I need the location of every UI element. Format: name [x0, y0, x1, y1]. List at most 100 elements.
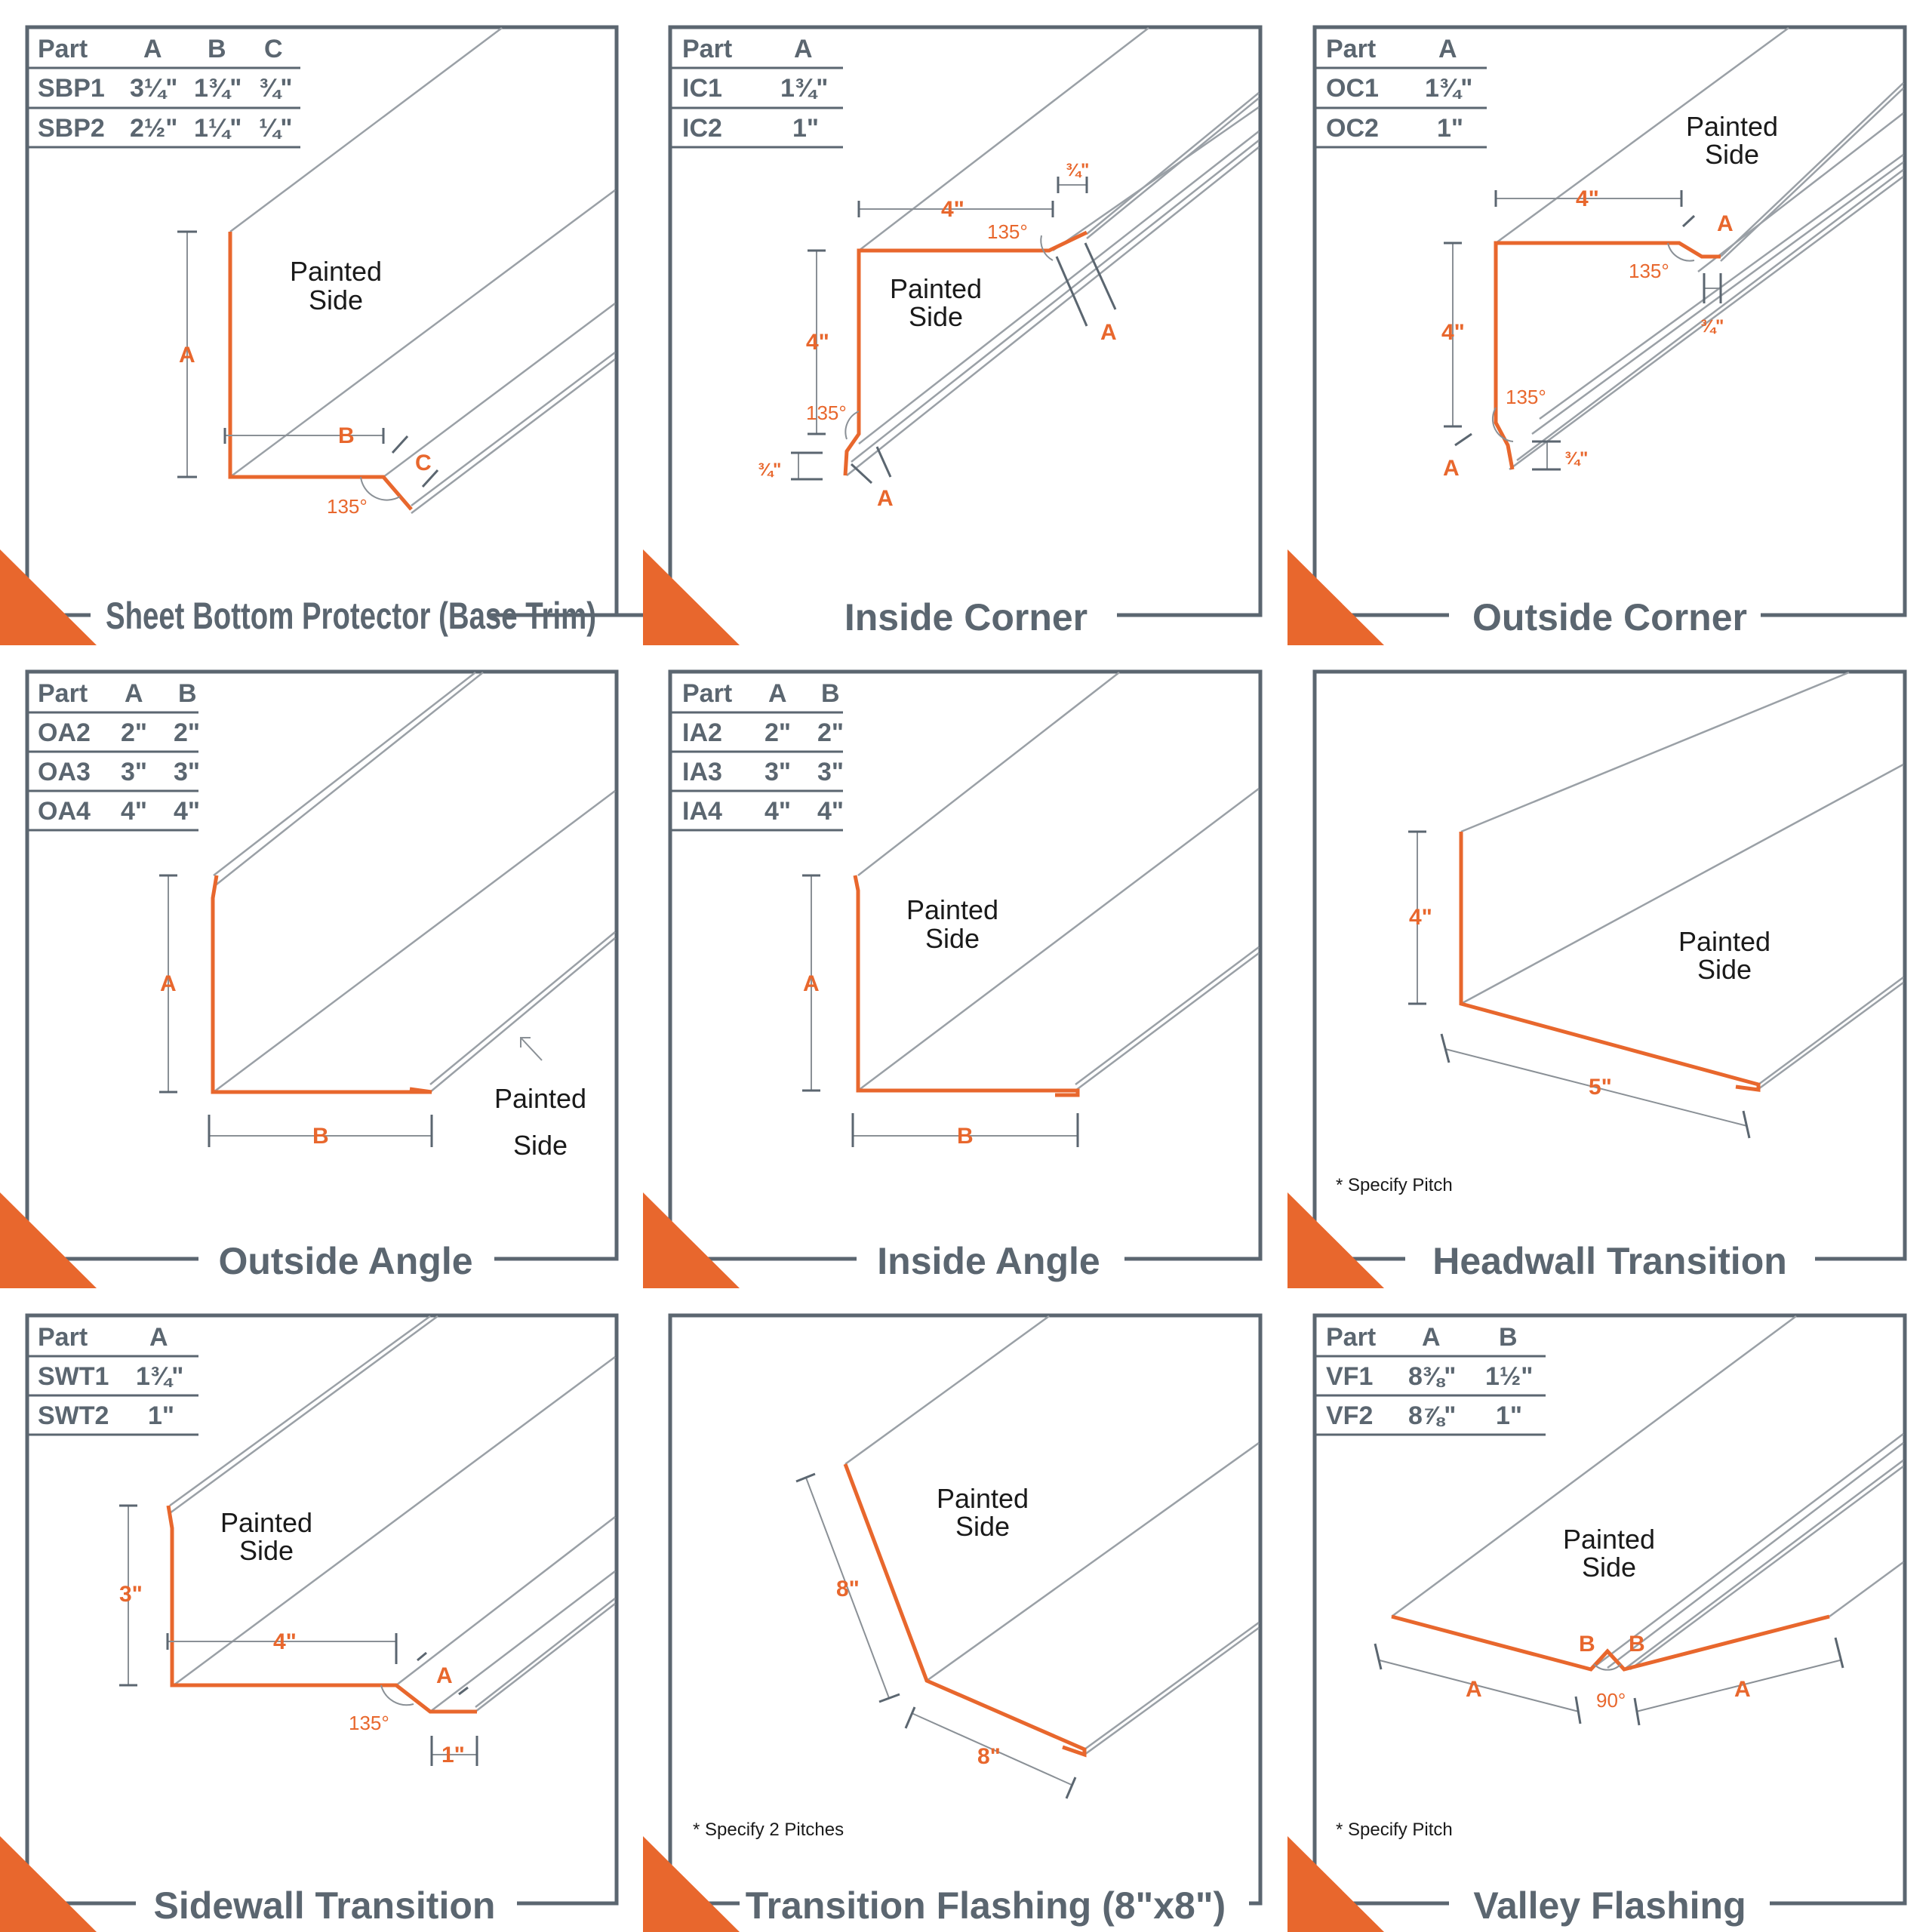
panel-frame	[1312, 25, 1907, 617]
table-cell: OA3	[38, 758, 91, 786]
dim-three-quarter-label: ¾"	[1066, 160, 1089, 180]
corner-triangle	[1287, 1836, 1384, 1932]
table-cell: 1"	[792, 114, 819, 143]
panel-frame	[491, 25, 1263, 617]
table-cell: ¼"	[259, 114, 292, 143]
angle-label: 135°	[806, 401, 847, 424]
painted-side-label: Side	[1582, 1552, 1636, 1583]
table-cell: 4"	[174, 797, 200, 826]
parts-table: Part A B OA2 2" 2" OA3 3" 3" OA4 4" 4"	[29, 679, 200, 832]
panel-title: Sidewall Transition	[154, 1884, 496, 1927]
dim-top-label: 4"	[941, 197, 964, 222]
dim-c-label: C	[415, 451, 432, 475]
corner-triangle	[643, 1192, 740, 1288]
corner-triangle	[643, 1836, 740, 1932]
dim-b-label: B	[957, 1124, 974, 1149]
trim-profile	[228, 232, 413, 511]
table-header: B	[821, 679, 840, 708]
table-cell: IA4	[682, 797, 722, 826]
table-cell: 3¼"	[130, 74, 177, 103]
table-cell: 4"	[764, 797, 791, 826]
dim-a-label: A	[1443, 456, 1460, 481]
painted-side-label: Painted	[494, 1083, 586, 1114]
table-header: A	[125, 679, 143, 708]
angle-label: 135°	[1506, 386, 1546, 408]
painted-side-label: Side	[513, 1130, 568, 1161]
table-cell: IA3	[682, 758, 722, 786]
table-cell: IC1	[682, 74, 722, 103]
angle-profile	[211, 875, 432, 1094]
dim-one-label: 1"	[441, 1743, 465, 1767]
corner-triangle	[1287, 1192, 1384, 1288]
angle-label: 135°	[349, 1712, 389, 1734]
table-header: A	[794, 35, 813, 63]
table-header: A	[1422, 1323, 1441, 1352]
painted-side-label: Side	[309, 285, 363, 315]
table-header: Part	[38, 1323, 88, 1352]
dim-a-label: A	[1100, 320, 1117, 345]
table-cell: 2"	[121, 718, 147, 747]
dim-a-label: A	[1717, 211, 1734, 236]
table-header: B	[208, 35, 226, 63]
dim-b-label: B	[1629, 1632, 1645, 1657]
panel-sidewall-transition: Part A SWT1 1¾" SWT2 1" 3" 4" A	[0, 1313, 619, 1932]
panel-title: Outside Corner	[1472, 596, 1747, 638]
table-cell: 3"	[174, 758, 200, 786]
table-cell: 1½"	[1485, 1362, 1533, 1391]
dim-left-label: 3"	[119, 1582, 143, 1607]
table-header: B	[1499, 1323, 1518, 1352]
painted-side-label: Painted	[1563, 1524, 1655, 1555]
panel-title: Inside Corner	[844, 596, 1088, 638]
painted-side-label: Side	[955, 1511, 1010, 1542]
panel-outside-corner: Part A OC1 1¾" OC2 1"	[1287, 25, 1907, 645]
table-cell: 2"	[174, 718, 200, 747]
painted-side-label: Painted	[890, 273, 982, 304]
parts-table: Part A SWT1 1¾" SWT2 1"	[29, 1323, 198, 1436]
pitch-note: * Specify Pitch	[1336, 1820, 1453, 1840]
table-header: A	[143, 35, 162, 63]
table-header: Part	[1326, 1323, 1376, 1352]
table-cell: SBP2	[38, 114, 105, 143]
dim-three-quarter-label: ¾"	[1564, 448, 1588, 469]
table-header: C	[264, 35, 283, 63]
angle-label: 135°	[987, 220, 1028, 243]
dim-a-label: A	[160, 971, 177, 996]
dim-a-label: A	[179, 343, 195, 368]
painted-side-label: Side	[909, 301, 963, 332]
table-cell: 2"	[764, 718, 791, 747]
panel-frame	[25, 1313, 619, 1906]
table-cell: ¾"	[259, 74, 292, 103]
dim-a-label: A	[1734, 1677, 1751, 1702]
corner-triangle	[1287, 549, 1384, 645]
table-header: Part	[38, 35, 88, 63]
table-cell: 3"	[121, 758, 147, 786]
table-cell: SBP1	[38, 74, 105, 103]
table-header: A	[149, 1323, 168, 1352]
table-header: A	[1438, 35, 1457, 63]
angle-label: 135°	[1629, 260, 1669, 282]
panel-transition-flashing: 8" 8" Painted Side * Specify 2 Pitches T…	[643, 1313, 1263, 1932]
table-cell: 4"	[121, 797, 147, 826]
table-cell: 3"	[817, 758, 844, 786]
table-cell: SWT1	[38, 1362, 109, 1391]
dim-a-label: A	[803, 971, 820, 996]
painted-side-label: Side	[239, 1535, 294, 1566]
angle-profile	[853, 875, 1080, 1097]
panel-frame	[668, 669, 1263, 1261]
dim-top-label: 4"	[1576, 186, 1599, 211]
panel-title: Inside Angle	[877, 1240, 1100, 1282]
table-header: Part	[682, 679, 732, 708]
table-cell: 8⅜"	[1408, 1362, 1456, 1391]
panel-headwall-transition: 4" 5" Painted Side * Specify Pitch Headw…	[1287, 669, 1907, 1288]
dim-b-label: B	[312, 1124, 329, 1149]
table-cell: 3"	[764, 758, 791, 786]
dim-bottom-label: 5"	[1589, 1075, 1612, 1100]
table-cell: 1¾"	[780, 74, 828, 103]
transition-profile	[843, 1463, 1087, 1758]
table-cell: OC2	[1326, 114, 1379, 143]
panel-inside-angle: Part A B IA2 2" 2" IA3 3" 3" IA4 4" 4" A	[643, 669, 1263, 1288]
dim-b-label: B	[1579, 1632, 1595, 1657]
corner-triangle	[0, 549, 97, 645]
painted-side-label: Painted	[937, 1483, 1029, 1514]
